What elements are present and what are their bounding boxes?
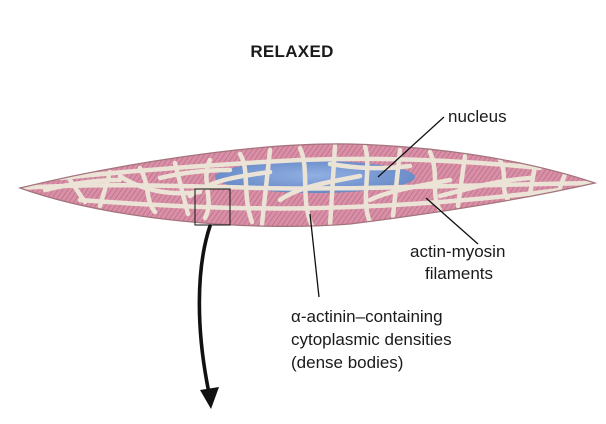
densities-label-line3: (dense bodies) (291, 353, 403, 372)
diagram-title: RELAXED (250, 42, 333, 61)
smooth-muscle-cell (17, 143, 598, 227)
densities-leader-line (309, 213, 320, 298)
nucleus-label: nucleus (448, 107, 507, 126)
nucleus-leader-line (377, 116, 445, 178)
densities-label-line1: α-actinin–containing (291, 307, 443, 326)
magnification-box (194, 188, 231, 226)
filaments-leader-line (425, 197, 479, 245)
dense-body-network (20, 143, 595, 227)
filaments-label-line2: filaments (425, 264, 493, 283)
densities-label-line2: cytoplasmic densities (291, 330, 452, 349)
magnification-arrow-head (200, 387, 219, 409)
filaments-label-line1: actin-myosin (410, 242, 505, 261)
magnification-arrow (197, 224, 212, 395)
